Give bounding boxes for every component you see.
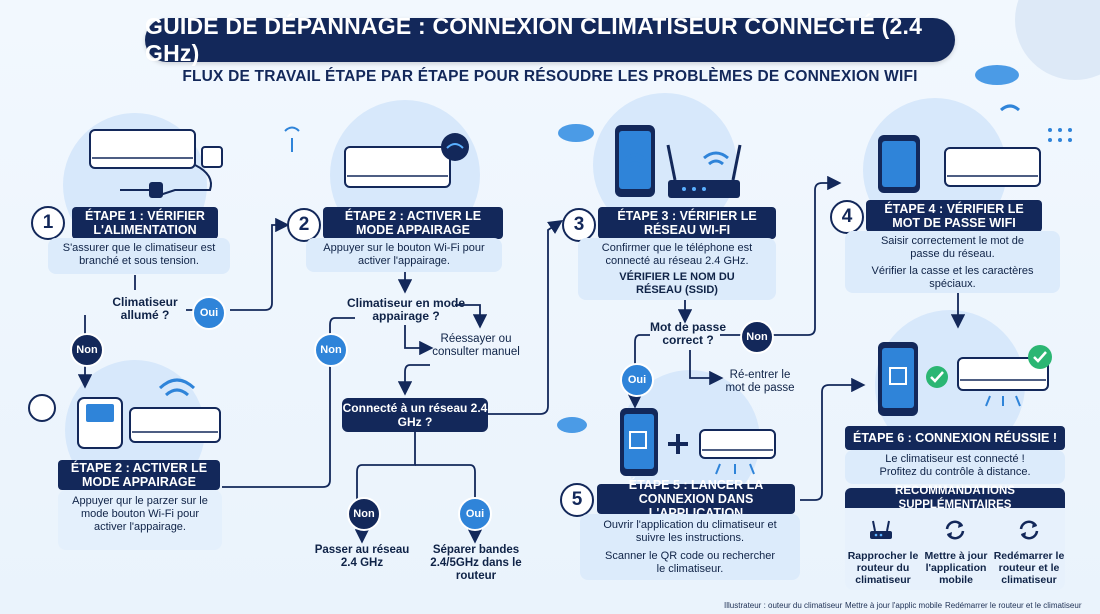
step2-title: ÉTAPE 2 : ACTIVER LE MODE APPAIRAGE <box>323 207 503 239</box>
step1-no-badge: Non <box>70 333 104 367</box>
step3-yes-badge: Oui <box>620 363 654 397</box>
step4-text1: Saisir correctement le mot de passe du r… <box>880 235 1025 260</box>
step5-number: 5 <box>560 483 594 517</box>
step5-title: ÉTAPE 5 : LANCER LA CONNEXION DANS L'APP… <box>597 478 795 520</box>
step3-text: Confirmer que le téléphone est connecté … <box>601 242 753 267</box>
step5-text1: Ouvrir l'application du climatiseur et s… <box>603 519 777 544</box>
step4-title: ÉTAPE 4 : VÉRIFIER LE MOT DE PASSE WIFI <box>866 200 1042 232</box>
step2-no-badge: Non <box>314 333 348 367</box>
footer-item-3: Redémarrer le routeur et le climatiseur <box>945 601 1082 610</box>
branch-yes-text: Séparer bandes 2.4/5GHz dans le routeur <box>430 544 522 582</box>
step2b-text: Appuyer qur le parzer sur le mode bouton… <box>72 495 208 533</box>
step3-panel: Confirmer que le téléphone est connecté … <box>578 238 776 300</box>
step3-reenter-text: Ré-entrer le mot de passe <box>725 369 795 394</box>
connected-yes-badge: Oui <box>458 497 492 531</box>
footer-item-2: Mettre à jour l'applic mobile <box>845 601 943 610</box>
refresh-icon <box>942 518 968 542</box>
step1-panel: S'assurer que le climatiseur est branché… <box>48 238 230 274</box>
step4-text2: Vérifier la casse et les caractères spéc… <box>871 265 1034 290</box>
step3-number: 3 <box>562 208 596 242</box>
connected-no-badge: Non <box>347 497 381 531</box>
recommendations-title: RECOMMANDATIONS SUPPLÉMENTAIRES <box>845 485 1065 511</box>
router-icon <box>868 518 894 542</box>
step4-number: 4 <box>830 200 864 234</box>
page-subtitle: FLUX DE TRAVAIL ÉTAPE PAR ÉTAPE POUR RÉS… <box>182 68 918 85</box>
step3-no-badge: Non <box>740 320 774 354</box>
step2-text: Appuyer sur le bouton Wi-Fi pour activer… <box>323 242 485 267</box>
footer-item-1: Illustrateur : outeur du climatiseur <box>724 601 843 610</box>
step5-text2: Scanner le QR code ou rechercher le clim… <box>605 550 775 575</box>
step3-text-bold: VÉRIFIER LE NOM DU RÉSEAU (SSID) <box>619 271 735 296</box>
step6-title: ÉTAPE 6 : CONNEXION RÉUSSIE ! <box>845 426 1065 450</box>
step5-panel: Ouvrir l'application du climatiseur et s… <box>580 514 800 580</box>
step1-yes-badge: Oui <box>192 296 226 330</box>
restart-icon <box>1016 518 1042 542</box>
step6-text: Le climatiseur est connecté ! Profitez d… <box>879 453 1031 478</box>
step2-retry-text: Réessayer ou consulter manuel <box>432 333 520 358</box>
recommendation-item-1: Rapprocher le routeur du climatiseur <box>847 550 919 586</box>
step3-title: ÉTAPE 3 : VÉRIFIER LE RÉSEAU WI-FI <box>598 207 776 239</box>
step2-question: Climatiseur en mode appairage ? <box>346 296 466 323</box>
step2-panel: Appuyer sur le bouton Wi-Fi pour activer… <box>306 238 502 272</box>
step3-question: Mot de passe correct ? <box>649 320 727 347</box>
step1-number: 1 <box>31 206 65 240</box>
step1-question: Climatiseur allumé ? <box>112 295 178 322</box>
step4-panel: Saisir correctement le mot de passe du r… <box>845 231 1060 293</box>
step6-panel: Le climatiseur est connecté ! Profitez d… <box>845 450 1065 484</box>
recommendation-item-2: Mettre à jour l'application mobile <box>924 550 988 586</box>
step2b-panel: Appuyer qur le parzer sur le mode bouton… <box>58 490 222 550</box>
step1-title: ÉTAPE 1 : VÉRIFIER L'ALIMENTATION <box>72 207 218 239</box>
step1-text: S'assurer que le climatiseur est branché… <box>62 242 216 267</box>
connected-question: Connecté à un réseau 2.4 GHz ? <box>342 398 488 432</box>
recommendation-item-3: Redémarrer le routeur et le climatiseur <box>993 550 1065 586</box>
branch-no-text: Passer au réseau 2.4 GHz <box>314 544 410 569</box>
step2b-title: ÉTAPE 2 : ACTIVER LE MODE APPAIRAGE <box>58 460 220 490</box>
step2-number: 2 <box>287 208 321 242</box>
page-title: GUIDE DE DÉPANNAGE : CONNEXION CLIMATISE… <box>145 13 955 66</box>
